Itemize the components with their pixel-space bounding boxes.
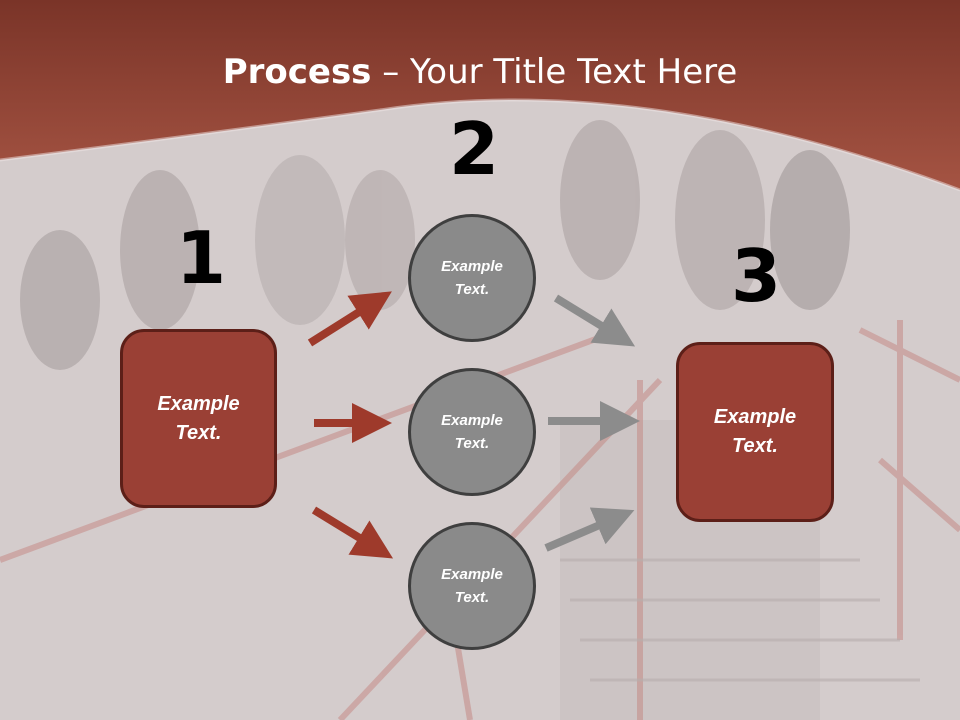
circle-top-line1: Example [441, 258, 503, 275]
gray-arrow-up [544, 507, 635, 552]
title-rest-part: – Your Title Text Here [371, 52, 738, 92]
circle-middle-line2: Text. [454, 435, 490, 452]
red-arrow-down [311, 506, 394, 559]
slide-title: Process – Your Title Text Here [0, 52, 960, 92]
left-box-line2: Text. [175, 421, 222, 444]
right-box-line1: Example [713, 406, 797, 428]
circle-top[interactable]: Example Text. [408, 214, 536, 342]
left-process-box[interactable]: Example Text. [120, 329, 277, 508]
red-arrow-up [307, 291, 392, 347]
circle-middle[interactable]: Example Text. [408, 368, 536, 496]
left-box-line1: Example [157, 392, 240, 415]
circle-middle-line1: Example [441, 412, 503, 429]
step-number-2: 2 [449, 107, 500, 191]
right-process-box[interactable]: Example Text. [676, 342, 834, 522]
circle-bottom-line1: Example [441, 566, 503, 583]
step-number-1: 1 [176, 216, 227, 300]
right-box-line2: Text. [732, 435, 778, 457]
title-bold-part: Process [222, 52, 372, 92]
circle-bottom[interactable]: Example Text. [408, 522, 536, 650]
circle-bottom-line2: Text. [454, 589, 490, 606]
step-number-3: 3 [731, 234, 782, 318]
gray-arrow-down [553, 294, 636, 347]
circle-top-line2: Text. [454, 281, 490, 298]
